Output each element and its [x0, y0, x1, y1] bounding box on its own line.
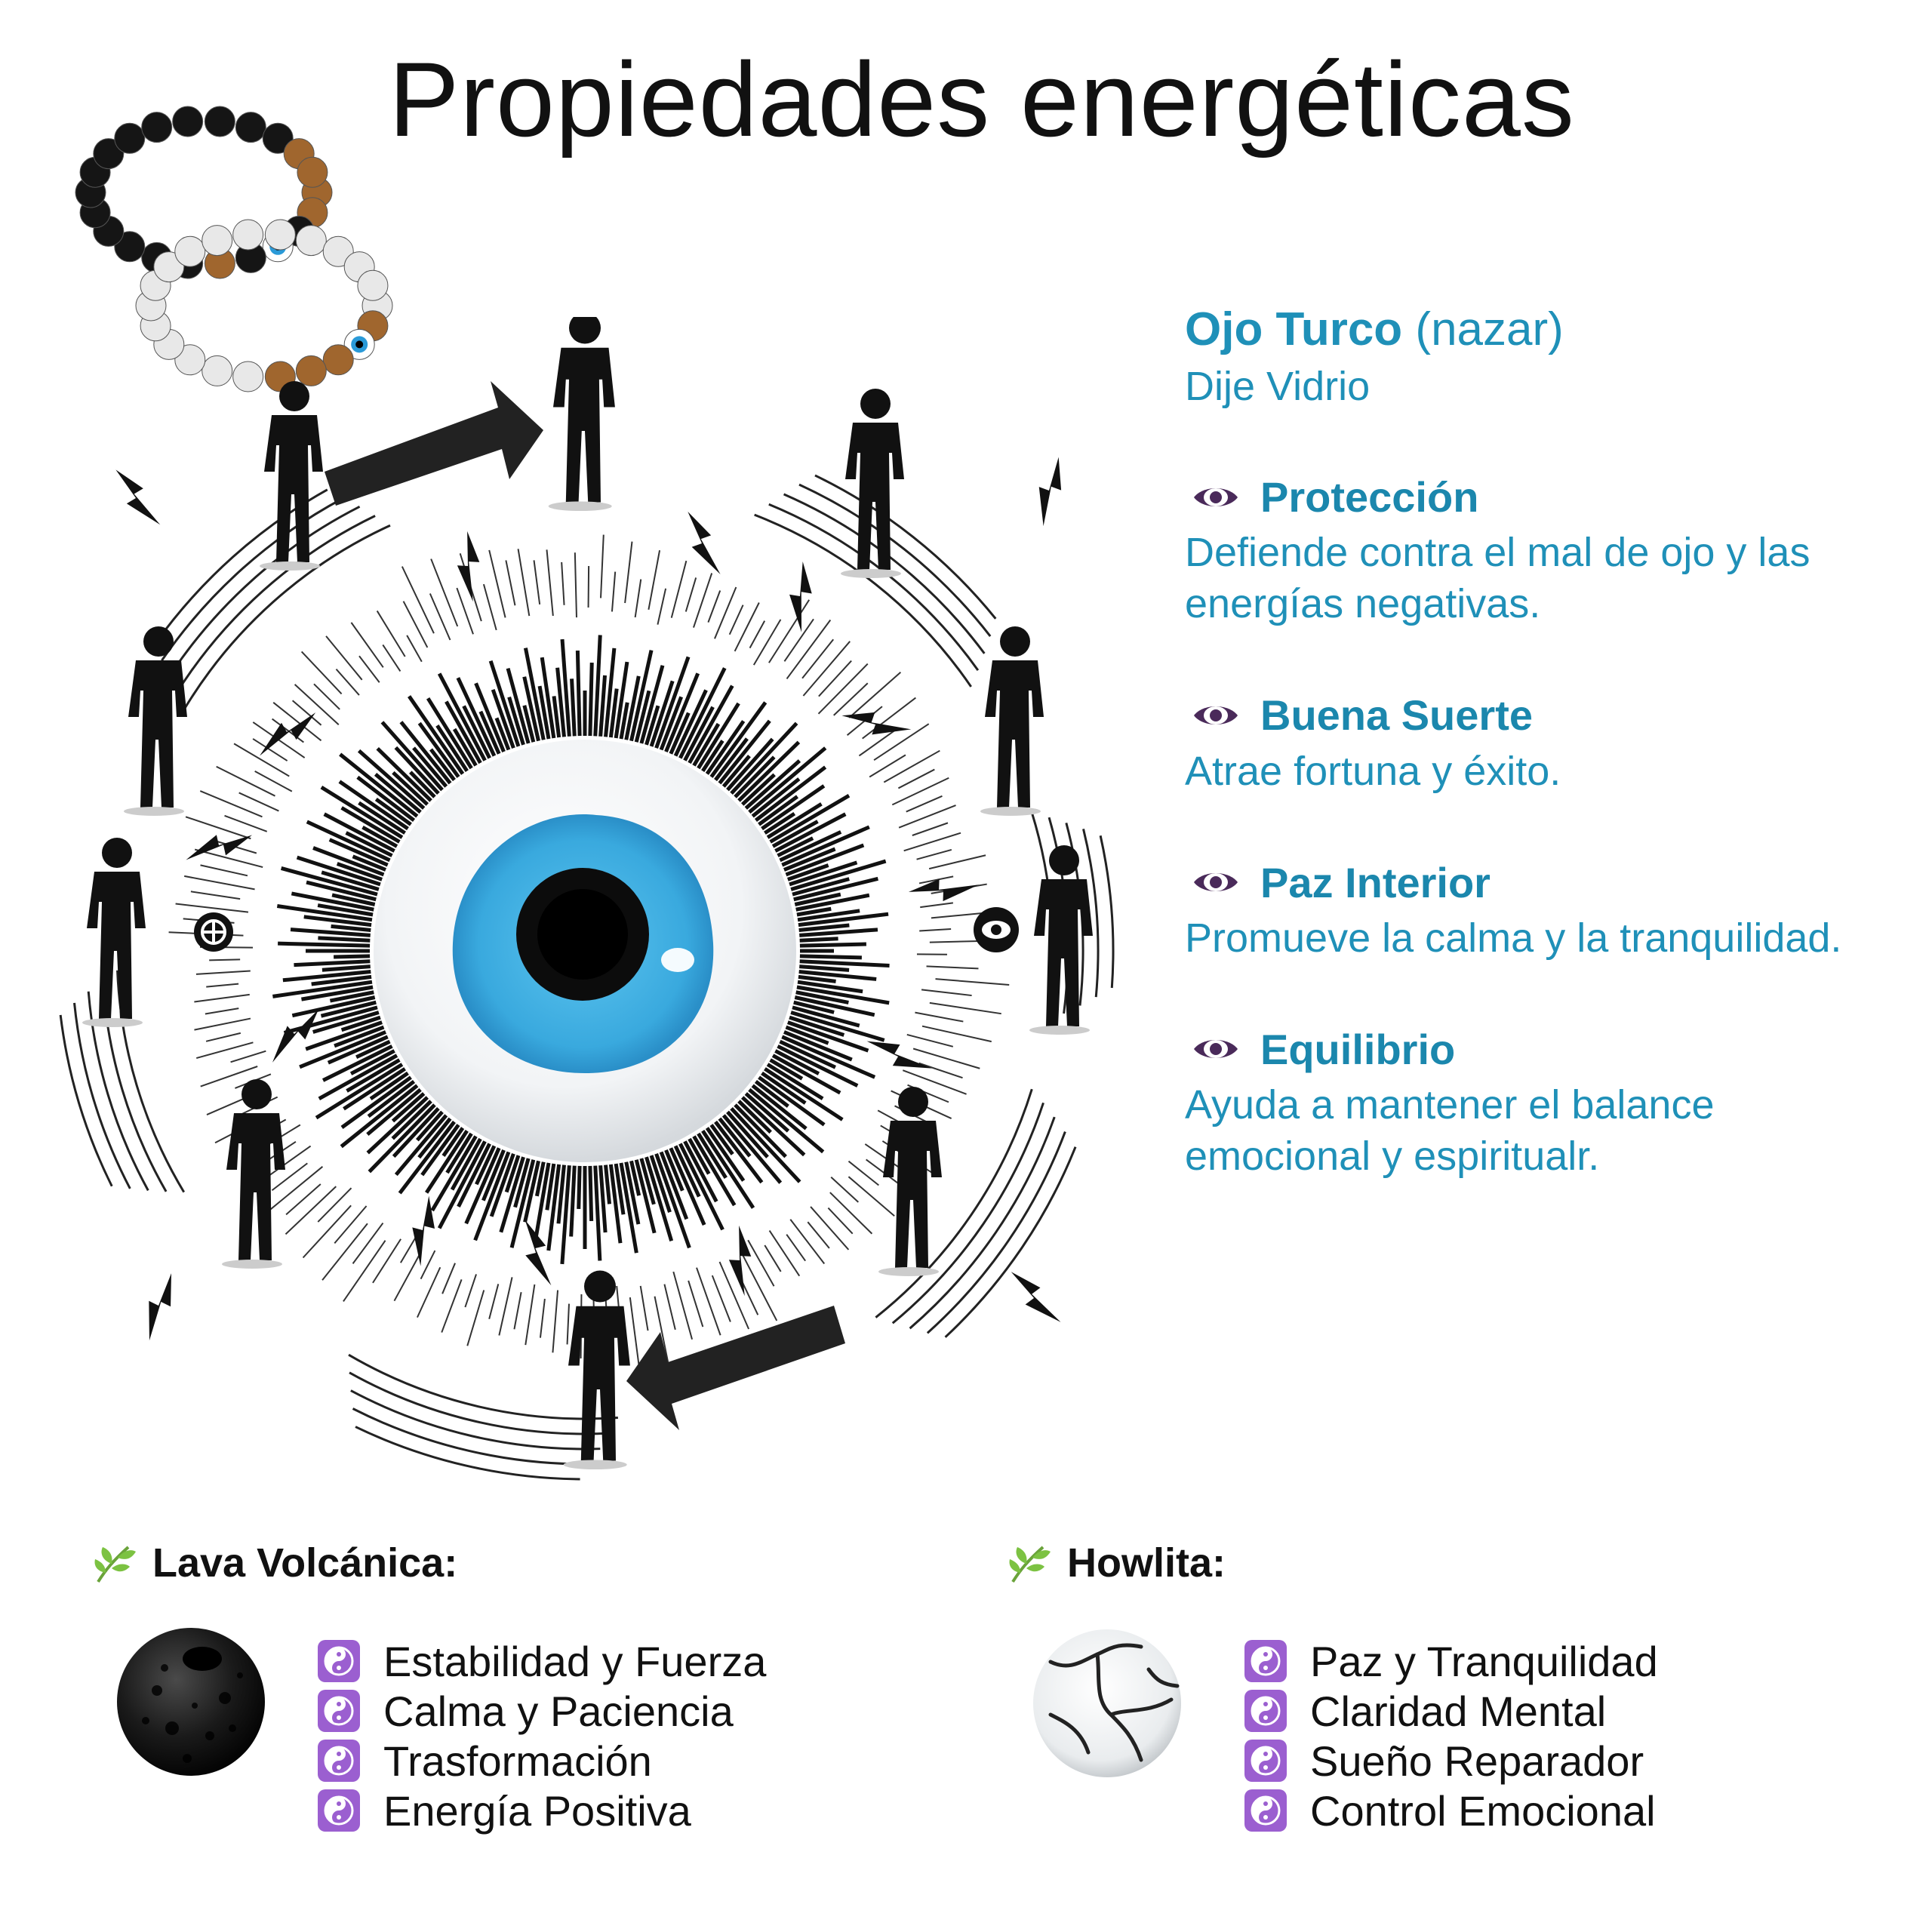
property-title: Buena Suerte [1185, 690, 1909, 740]
person-figure [980, 626, 1044, 816]
person-figure [124, 626, 187, 816]
evil-eye-bead [374, 740, 796, 1162]
bead [357, 269, 389, 301]
property-description: Promueve la calma y la tranquilidad. [1185, 915, 1842, 961]
bead [202, 225, 233, 257]
bead [232, 219, 264, 251]
bead [114, 231, 146, 263]
list-item: Sueño Reparador [1244, 1736, 1772, 1786]
bead [297, 156, 328, 188]
property-description: Ayuda a mantener el balance emocional y … [1185, 1082, 1715, 1180]
bead [153, 251, 185, 283]
howlite-stone-image [1033, 1629, 1181, 1777]
small-symbol-right [974, 907, 1019, 952]
yin-yang-icon [1244, 1789, 1287, 1832]
eye-icon [1194, 488, 1238, 506]
bead [264, 219, 296, 251]
lava-stone-image [117, 1628, 265, 1776]
bead [232, 361, 264, 392]
person-figure [1029, 845, 1093, 1035]
property-title: Equilibrio [1185, 1024, 1909, 1075]
bead [235, 112, 266, 143]
eye-icon [1194, 873, 1238, 892]
bead [174, 235, 206, 267]
bead [174, 344, 206, 376]
bead [172, 106, 204, 137]
yin-yang-icon [318, 1789, 360, 1832]
bead [295, 355, 327, 386]
product-name: Ojo Turco [1185, 303, 1403, 355]
property-description: Defiende contra el mal de ojo y las ener… [1185, 530, 1810, 627]
bead [295, 225, 327, 257]
bead [204, 106, 235, 137]
howlite-title: Howlita: [1067, 1540, 1226, 1586]
list-item: Estabilidad y Fuerza [317, 1636, 845, 1686]
product-info: Ojo Turco (nazar) Dije Vidrio Protección… [1185, 302, 1909, 1182]
bracelets-image [75, 106, 393, 392]
bead [114, 122, 146, 154]
yin-yang-icon [318, 1640, 360, 1682]
page-title: Propiedades energéticas [389, 40, 1575, 158]
small-symbol-left [194, 912, 233, 952]
leaf-icon [1009, 1546, 1051, 1583]
property-title: Protección [1185, 472, 1909, 522]
bead [322, 235, 354, 267]
yin-yang-icon [1244, 1640, 1287, 1682]
people-figures [82, 317, 1093, 1470]
bead [322, 344, 354, 376]
product-name-suffix: (nazar) [1415, 303, 1564, 355]
yin-yang-icon [318, 1740, 360, 1782]
bead [262, 122, 294, 154]
person-figure [548, 317, 615, 512]
person-figure [82, 838, 146, 1027]
bead [93, 138, 125, 170]
howlite-heading: Howlita: [1004, 1538, 1226, 1588]
person-figure [878, 1087, 942, 1276]
lightning-bolts [115, 457, 1062, 1341]
list-item: Claridad Mental [1244, 1686, 1772, 1736]
eye-icon [1194, 1040, 1238, 1059]
list-item: Calma y Paciencia [317, 1686, 845, 1736]
lava-heading: Lava Volcánica: [89, 1538, 457, 1588]
person-figure [563, 1270, 630, 1470]
bead [202, 355, 233, 386]
lava-title: Lava Volcánica: [152, 1540, 458, 1586]
yin-yang-icon [318, 1690, 360, 1732]
product-material: Dije Vidrio [1185, 364, 1371, 410]
leaf-icon [94, 1546, 136, 1583]
person-figure [841, 389, 904, 578]
person-figure [222, 1079, 285, 1269]
list-item: Trasformación [317, 1736, 845, 1786]
yin-yang-icon [1244, 1690, 1287, 1732]
property-description: Atrae fortuna y éxito. [1185, 748, 1561, 794]
list-item: Energía Positiva [317, 1786, 845, 1835]
eye-icon [1194, 706, 1238, 725]
property-title: Paz Interior [1185, 857, 1909, 908]
list-item: Control Emocional [1244, 1786, 1772, 1835]
burst-rays [168, 534, 1010, 1364]
arrow-top [325, 381, 543, 506]
list-item: Paz y Tranquilidad [1244, 1636, 1772, 1686]
person-figure [260, 381, 323, 571]
bead [141, 112, 173, 143]
yin-yang-icon [1244, 1740, 1287, 1782]
arrow-bottom [626, 1306, 845, 1430]
product-heading: Ojo Turco (nazar) [1185, 302, 1909, 358]
evil-eye-illustration [59, 317, 1115, 1481]
